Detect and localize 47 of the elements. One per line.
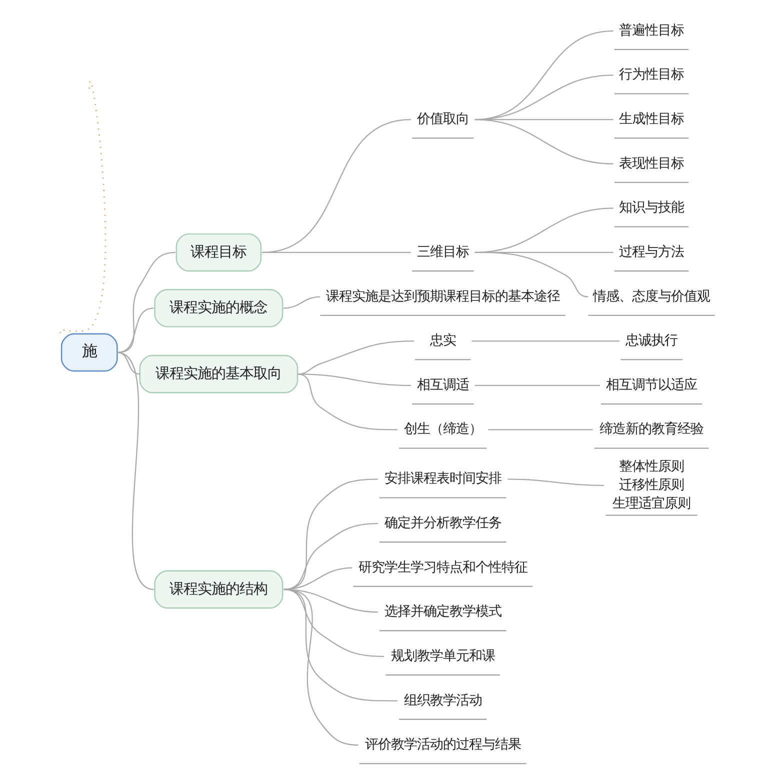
node-text: 相互调节以适应 (606, 376, 696, 392)
connector (474, 384, 600, 386)
connector (297, 374, 410, 386)
node-text: 知识与技能 (618, 200, 684, 216)
node-text: 忠诚执行 (625, 332, 677, 348)
node-text: 情感、态度与价值观 (592, 289, 710, 304)
node-box: 课程实施的基本取向 (138, 354, 298, 394)
connector (261, 118, 410, 254)
node-text: 生成性目标 (618, 112, 684, 128)
node-box: 课程目标 (175, 233, 262, 272)
node-text: 相互调适 (416, 376, 468, 392)
connector (471, 340, 620, 342)
node-text: 行为性目标 (618, 68, 684, 83)
connector (116, 308, 154, 353)
node-box: 课程实施的结构 (154, 570, 283, 609)
connector (116, 252, 175, 353)
node-text: 普遍性目标 (618, 23, 684, 38)
node-text: 确定并分析教学任务 (384, 516, 501, 532)
connector (507, 478, 604, 486)
connector (283, 478, 378, 590)
node-text: 创生（缔造） (403, 421, 482, 436)
node-text: 组织教学活动 (403, 693, 482, 708)
node-box: 施 (60, 333, 118, 372)
connector (116, 352, 154, 590)
node-text: 研究学生学习特点和个性特征 (358, 560, 527, 576)
node-text: 选择并确定教学模式 (384, 604, 501, 620)
node-text: 表现性目标 (618, 156, 684, 172)
connector (261, 252, 410, 254)
connector (283, 296, 320, 309)
connector (474, 118, 613, 164)
connector (283, 588, 358, 746)
node-text: 价值取向 (416, 112, 468, 128)
node-text: 缔造新的教育经验 (599, 421, 703, 436)
connector (283, 522, 378, 590)
node-text: 忠实 (429, 332, 456, 348)
node-text: 评价教学活动的过程与结果 (364, 738, 520, 753)
node-text: 整体性原则 迁移性原则 生理适宜原则 (612, 459, 690, 512)
connector (474, 252, 588, 298)
connector (488, 429, 592, 430)
node-text: 三维目标 (416, 244, 468, 260)
node-text: 规划教学单元和课 (390, 648, 494, 664)
node-box: 课程实施的概念 (154, 288, 283, 328)
connector (296, 374, 397, 430)
node-text: 安排课程表时间安排 (384, 470, 501, 486)
connector (58, 82, 106, 334)
node-text: 课程实施是达到预期课程目标的基本途径 (325, 288, 560, 304)
node-text: 过程与方法 (618, 244, 684, 260)
